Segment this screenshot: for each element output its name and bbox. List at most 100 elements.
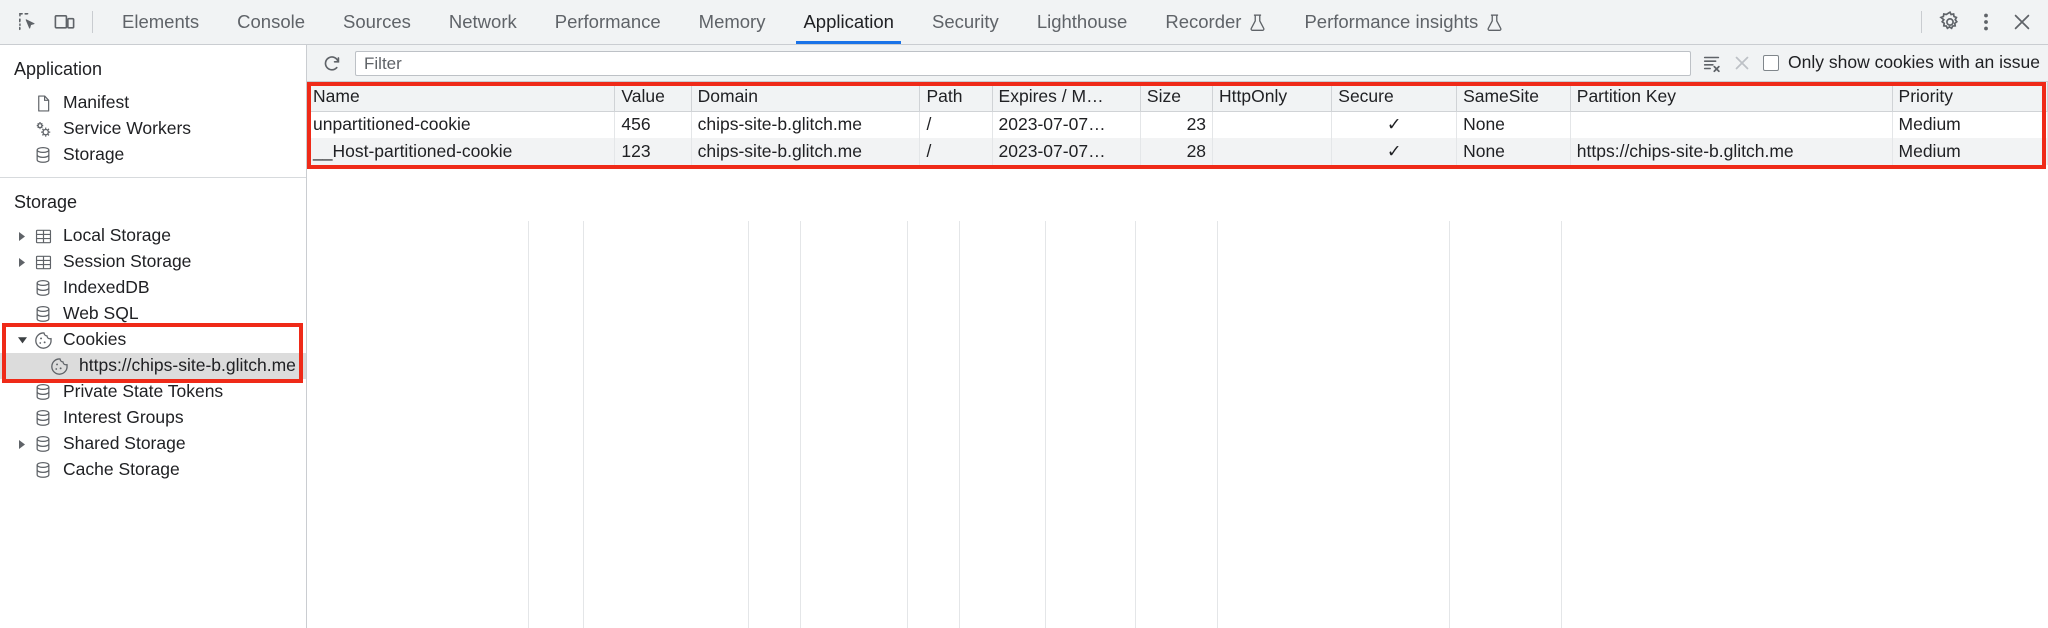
cell-partitionkey[interactable]: [1570, 111, 1893, 138]
cell-secure[interactable]: ✓: [1331, 138, 1458, 165]
toolbar-divider: [92, 11, 93, 33]
cell-priority[interactable]: Medium: [1892, 111, 2048, 138]
grid-column-partitionkey: [1218, 221, 1450, 628]
tab-performance[interactable]: Performance: [536, 0, 680, 44]
column-header-value[interactable]: Value: [614, 82, 692, 112]
clear-filter-icon[interactable]: [1697, 49, 1727, 77]
column-header-partitionkey[interactable]: Partition Key: [1570, 82, 1893, 112]
tab-console[interactable]: Console: [218, 0, 324, 44]
sidebar-item-cookies[interactable]: Cookies: [0, 327, 306, 353]
sidebar-item-label: Manifest: [63, 92, 130, 113]
tab-network[interactable]: Network: [430, 0, 536, 44]
database-icon: [32, 278, 54, 298]
cell-samesite[interactable]: None: [1456, 111, 1571, 138]
column-header-label: Priority: [1898, 85, 1953, 106]
cell-priority[interactable]: Medium: [1892, 138, 2048, 165]
chevron-right-icon[interactable]: [14, 439, 30, 450]
gear-icon[interactable]: [1932, 4, 1968, 40]
cell-path[interactable]: /: [919, 138, 993, 165]
tab-memory[interactable]: Memory: [680, 0, 785, 44]
column-header-samesite[interactable]: SameSite: [1456, 82, 1571, 112]
chevron-right-icon[interactable]: [14, 231, 30, 242]
tab-application[interactable]: Application: [784, 0, 913, 44]
inspect-element-icon[interactable]: [10, 4, 46, 40]
cell-value[interactable]: 123: [614, 138, 692, 165]
database-icon: [32, 382, 54, 402]
sidebar-item-session-storage[interactable]: Session Storage: [0, 249, 306, 275]
chevron-down-icon[interactable]: [14, 335, 30, 345]
sidebar-header-application: Application: [14, 59, 103, 79]
column-header-name[interactable]: Name: [307, 82, 616, 112]
sidebar-item-label: Interest Groups: [63, 407, 184, 428]
sidebar-item-service-workers[interactable]: Service Workers: [0, 116, 306, 142]
tab-label: Console: [237, 10, 306, 32]
cookie-icon: [48, 356, 70, 377]
column-header-httponly[interactable]: HttpOnly: [1212, 82, 1333, 112]
table-icon: [32, 253, 54, 272]
cell-partitionkey[interactable]: https://chips-site-b.glitch.me: [1570, 138, 1893, 165]
cell-httponly[interactable]: [1212, 111, 1333, 138]
column-header-secure[interactable]: Secure: [1331, 82, 1458, 112]
sidebar-item-local-storage[interactable]: Local Storage: [0, 223, 306, 249]
column-header-expires[interactable]: Expires / M…: [992, 82, 1141, 112]
grid-column-priority: [1450, 221, 1562, 628]
sidebar-item-label: https://chips-site-b.glitch.me: [79, 355, 296, 376]
column-header-domain[interactable]: Domain: [691, 82, 921, 112]
cell-path[interactable]: /: [919, 111, 993, 138]
grid-column-path: [749, 221, 801, 628]
column-header-size[interactable]: Size: [1140, 82, 1214, 112]
column-header-label: Secure: [1338, 85, 1394, 106]
column-header-priority[interactable]: Priority: [1892, 82, 2048, 112]
close-icon[interactable]: [2004, 4, 2040, 40]
cell-name[interactable]: __Host-partitioned-cookie: [307, 138, 616, 165]
tab-security[interactable]: Security: [913, 0, 1018, 44]
sidebar-item-indexeddb[interactable]: IndexedDB: [0, 275, 306, 301]
cookies-toolbar: Filter Only show cookies with an issue: [307, 45, 2048, 82]
cell-domain[interactable]: chips-site-b.glitch.me: [691, 138, 921, 165]
tab-elements[interactable]: Elements: [103, 0, 218, 44]
sidebar-item-private-state-tokens[interactable]: Private State Tokens: [0, 379, 306, 405]
grid-column-name: [307, 221, 529, 628]
tab-label: Application: [803, 10, 894, 32]
sidebar-item-https-chips-site-b-glitch-me[interactable]: https://chips-site-b.glitch.me: [0, 353, 306, 379]
only-show-issues-checkbox[interactable]: Only show cookies with an issue: [1763, 54, 2040, 72]
sidebar-item-label: Cookies: [63, 329, 127, 350]
cell-expires[interactable]: 2023-07-07…: [992, 138, 1141, 165]
cell-secure[interactable]: ✓: [1331, 111, 1458, 138]
checkbox-box[interactable]: [1763, 55, 1780, 71]
tab-recorder[interactable]: Recorder: [1146, 0, 1285, 44]
cell-value[interactable]: 456: [614, 111, 692, 138]
sidebar-item-storage[interactable]: Storage: [0, 142, 306, 168]
tab-lighthouse[interactable]: Lighthouse: [1018, 0, 1147, 44]
sidebar-item-interest-groups[interactable]: Interest Groups: [0, 405, 306, 431]
cell-size[interactable]: 28: [1140, 138, 1214, 165]
clear-all-cookies-icon[interactable]: [1727, 49, 1757, 77]
sidebar-item-web-sql[interactable]: Web SQL: [0, 301, 306, 327]
cell-expires[interactable]: 2023-07-07…: [992, 111, 1141, 138]
toolbar-divider-right: [1921, 11, 1922, 33]
grid-column-expires: [801, 221, 908, 628]
cell-httponly[interactable]: [1212, 138, 1333, 165]
device-toolbar-icon[interactable]: [46, 4, 82, 40]
filter-input[interactable]: Filter: [355, 50, 1692, 76]
cell-size[interactable]: 23: [1140, 111, 1214, 138]
sidebar-item-manifest[interactable]: Manifest: [0, 90, 306, 116]
column-header-path[interactable]: Path: [919, 82, 993, 112]
refresh-icon[interactable]: [317, 49, 347, 77]
chevron-right-icon[interactable]: [14, 257, 30, 268]
more-vertical-icon[interactable]: [1968, 4, 2004, 40]
tab-performance-insights[interactable]: Performance insights: [1285, 0, 1522, 44]
cell-domain[interactable]: chips-site-b.glitch.me: [691, 111, 921, 138]
cell-samesite[interactable]: None: [1456, 138, 1571, 165]
tab-sources[interactable]: Sources: [324, 0, 430, 44]
sidebar-item-cache-storage[interactable]: Cache Storage: [0, 457, 306, 483]
cell-name[interactable]: unpartitioned-cookie: [307, 111, 616, 138]
empty-grid-rows: [307, 221, 2048, 628]
sidebar-item-shared-storage[interactable]: Shared Storage: [0, 431, 306, 457]
tab-label: Performance: [554, 10, 661, 32]
